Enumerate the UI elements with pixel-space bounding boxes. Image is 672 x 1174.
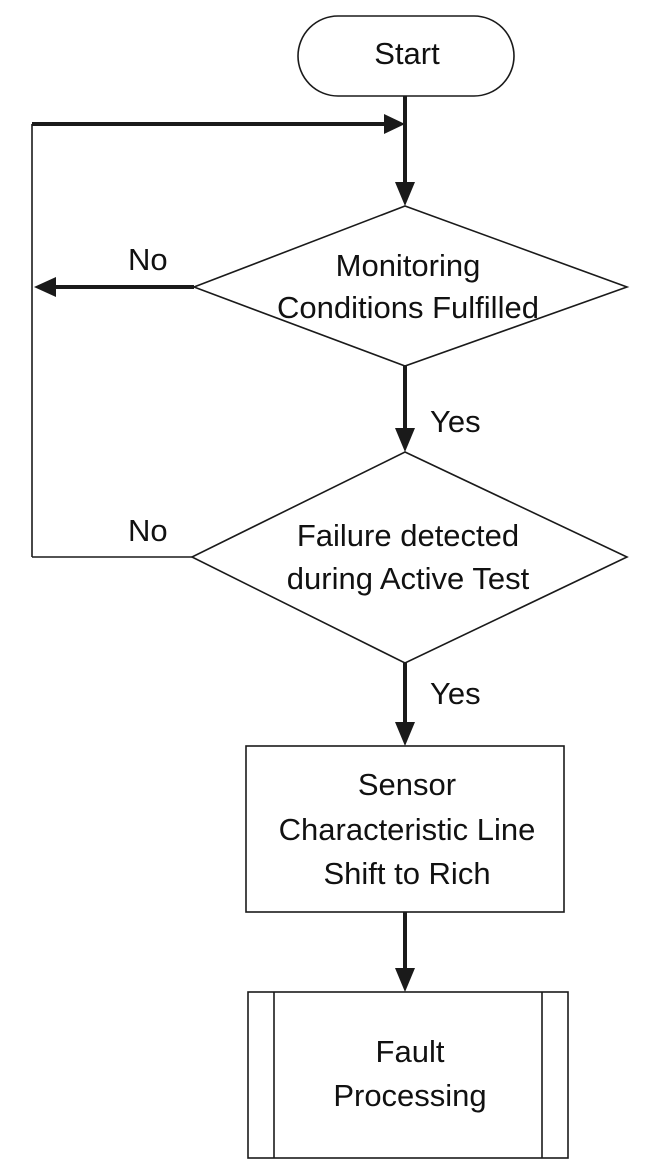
sensor-label-line-3: Shift to Rich (323, 856, 490, 891)
start-label: Start (374, 36, 440, 71)
sensor-process-node: Sensor Characteristic Line Shift to Rich (245, 745, 565, 913)
failure-label-line-2: during Active Test (287, 561, 530, 596)
edge-label-failure-no: No (128, 513, 168, 548)
start-node: Start (297, 15, 515, 97)
fault-process-shape (247, 991, 569, 1159)
edge-label-failure-yes: Yes (430, 676, 481, 711)
edge-label-monitoring-no: No (128, 242, 168, 277)
fault-label-line-2: Processing (333, 1078, 486, 1113)
failure-decision-node: Failure detected during Active Test (190, 451, 629, 664)
monitoring-label-line-2: Conditions Fulfilled (277, 290, 539, 325)
monitoring-label-line-1: Monitoring (336, 248, 481, 283)
edge-label-monitoring-yes: Yes (430, 404, 481, 439)
arrowhead-to-sensor (395, 722, 415, 746)
arrowhead-monitoring-no (34, 277, 56, 297)
sensor-process-shape (245, 745, 565, 913)
monitoring-decision-node: Monitoring Conditions Fulfilled (191, 205, 630, 367)
sensor-label-line-1: Sensor (358, 767, 456, 802)
fault-label-line-1: Fault (376, 1034, 445, 1069)
sensor-label-line-2: Characteristic Line (279, 812, 536, 847)
failure-label-line-1: Failure detected (297, 518, 519, 553)
arrowhead-to-fault (395, 968, 415, 992)
arrowhead-to-failure (395, 428, 415, 452)
monitoring-diamond-shape (191, 205, 630, 367)
arrowhead-loop-merge (384, 114, 405, 134)
arrowhead-to-monitoring (395, 182, 415, 206)
failure-diamond-shape (190, 451, 629, 664)
fault-process-node: Fault Processing (247, 991, 569, 1159)
start-terminator-shape (297, 15, 515, 97)
